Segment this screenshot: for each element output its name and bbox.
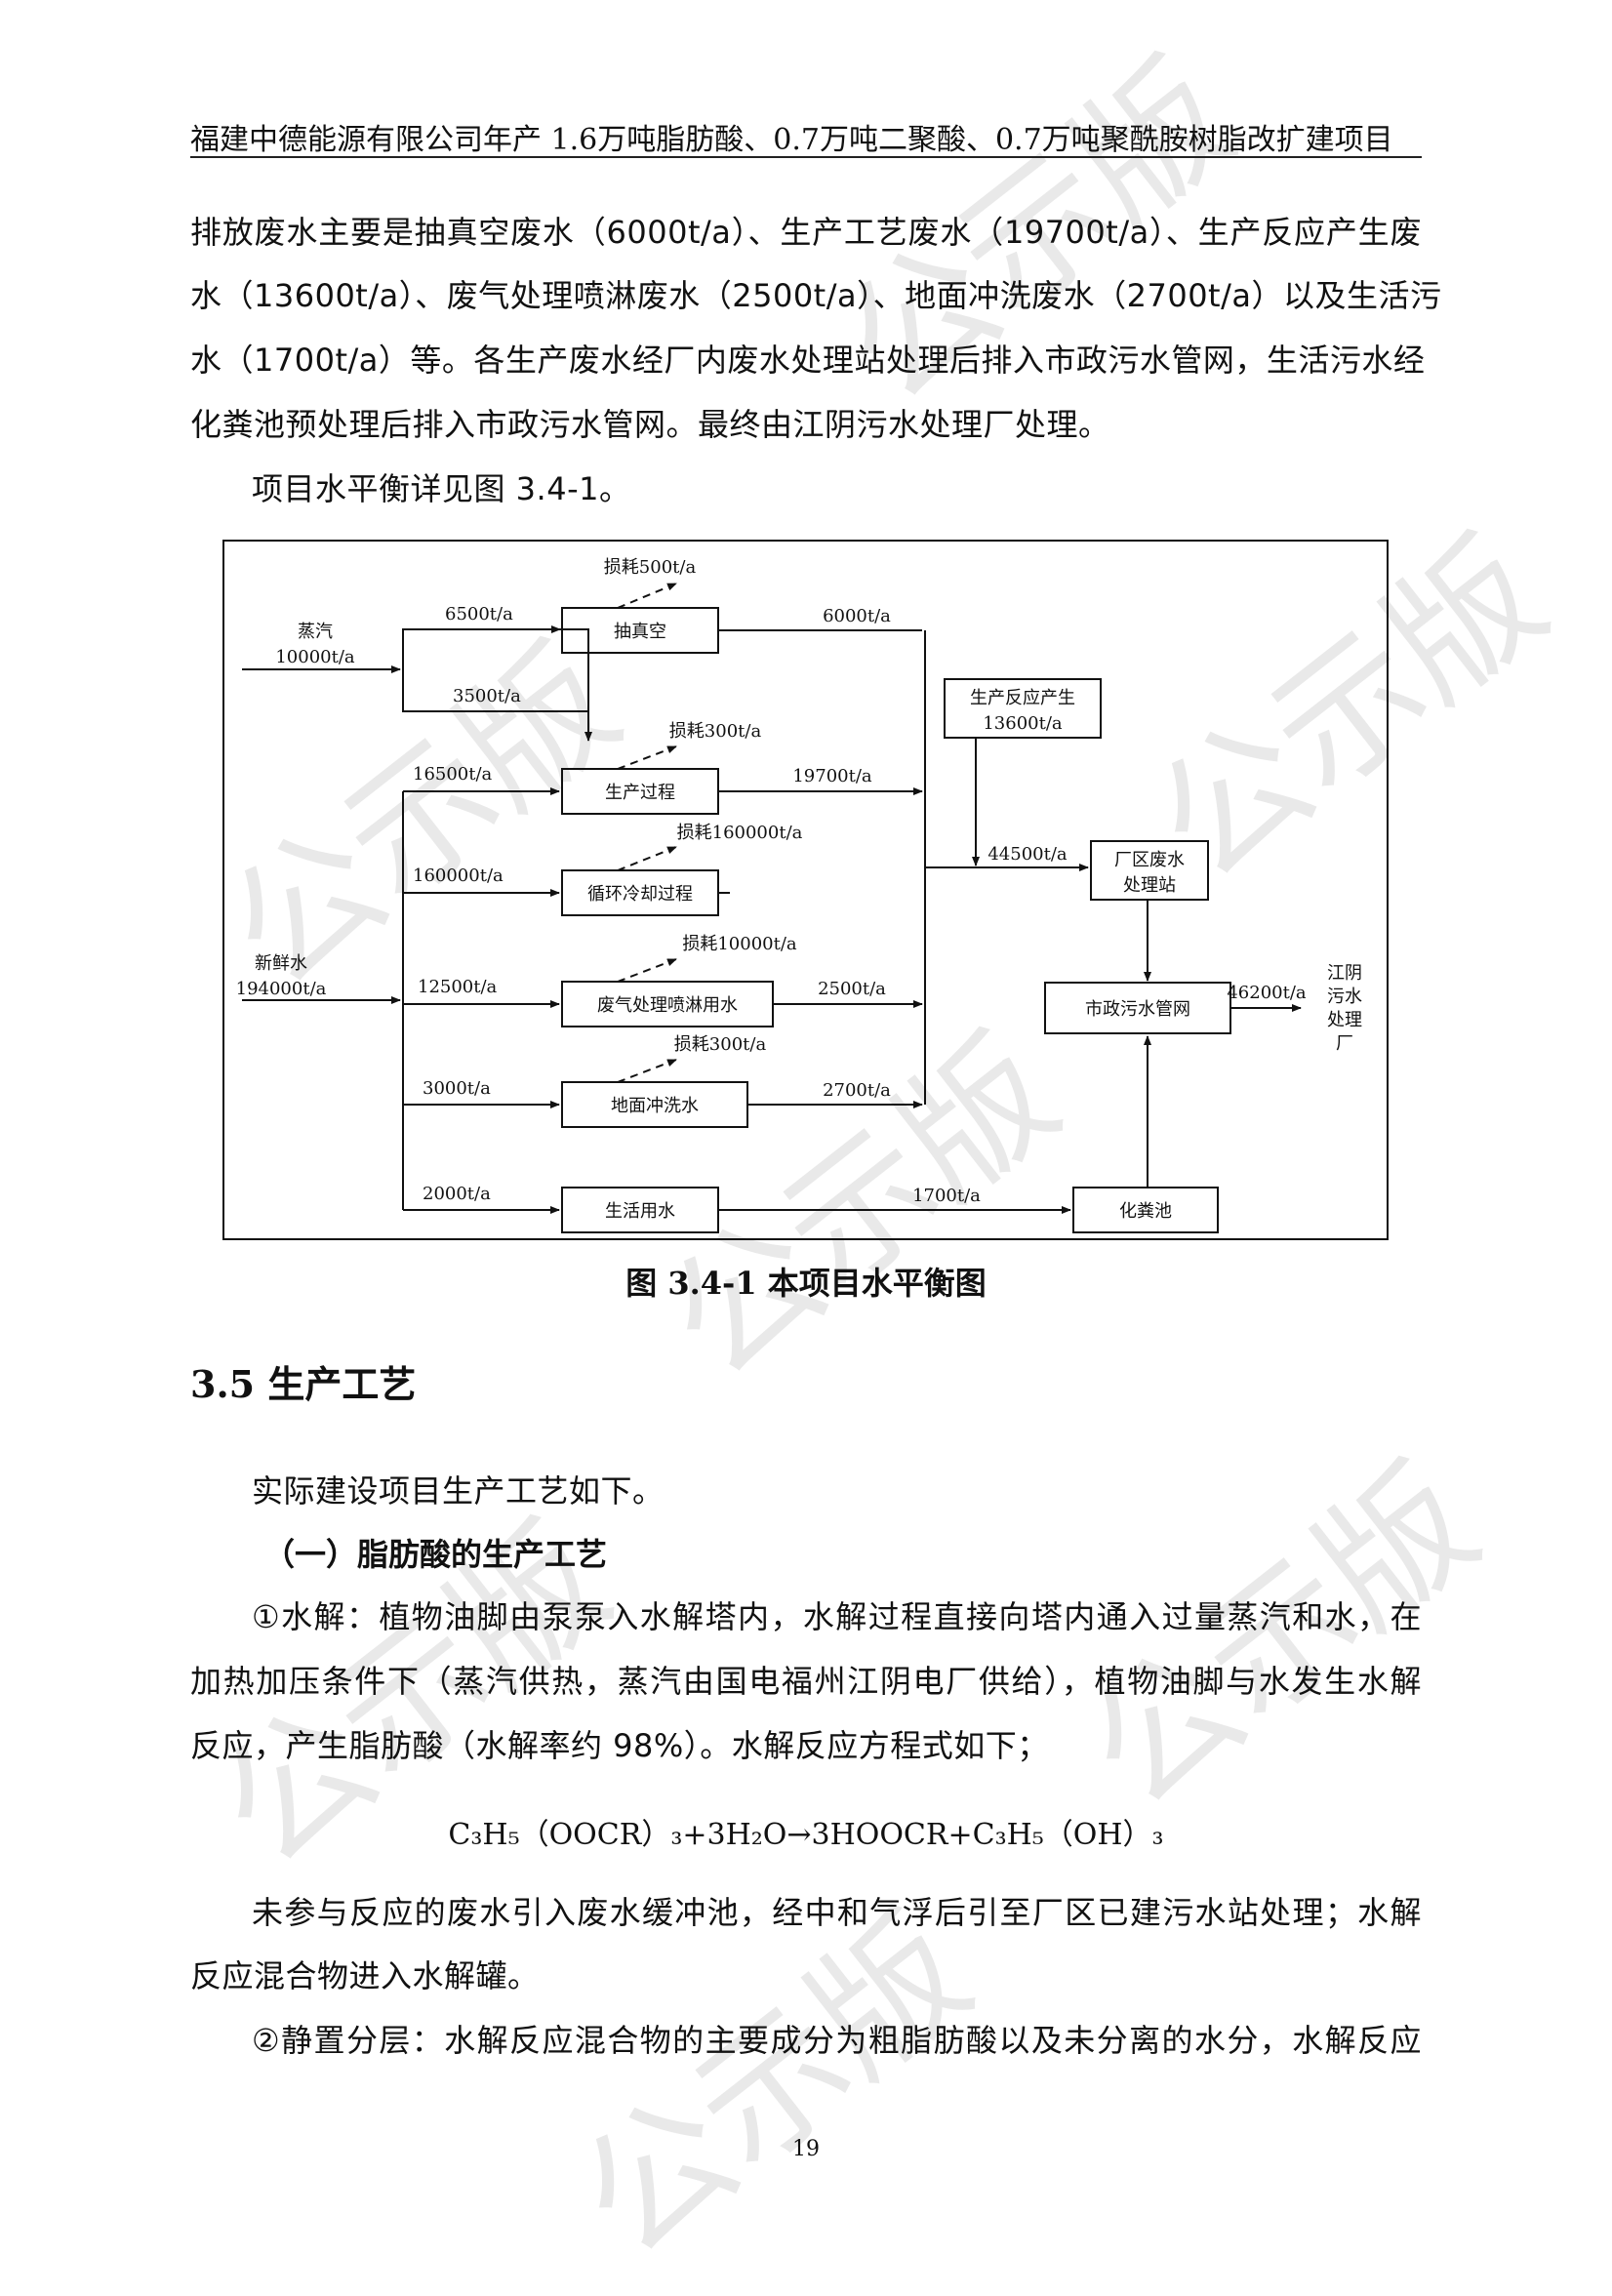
to-process-water-amount: 16500t/a (413, 764, 493, 785)
fresh-water-amount: 194000t/a (236, 979, 327, 999)
figure-reference: 项目水平衡详见图 3.4-1。 (252, 470, 631, 507)
intro-line-1: 排放废水主要是抽真空废水（6000t/a）、生产工艺废水（19700t/a）、生… (190, 214, 1422, 251)
water-balance-diagram: 蒸汽 10000t/a 6500t/a 3500t/a 抽真空 损耗500t/a… (222, 540, 1389, 1240)
process-box-label: 生产过程 (605, 783, 675, 803)
page-number: 19 (792, 2137, 820, 2161)
to-vacuum-amount: 6500t/a (445, 604, 513, 624)
floor-out-amount: 2700t/a (823, 1080, 891, 1101)
loss-floor: 损耗300t/a (674, 1034, 767, 1055)
para2-line-1: 未参与反应的废水引入废水缓冲池，经中和气浮后引至厂区已建污水站处理；水解 (252, 1894, 1422, 1931)
para1-line-3: 反应，产生脂肪酸（水解率约 98%）。水解反应方程式如下； (190, 1727, 1049, 1764)
vacuum-out-amount: 6000t/a (823, 606, 891, 626)
to-jiangyin-amount: 46200t/a (1227, 983, 1307, 1003)
subheading: （一）脂肪酸的生产工艺 (263, 1536, 608, 1573)
wwtp-box-line2: 处理站 (1123, 875, 1176, 896)
reaction-box-line2: 13600t/a (983, 713, 1063, 734)
reaction-box-line1: 生产反应产生 (970, 688, 1075, 708)
steam-label: 蒸汽 (298, 622, 333, 642)
jiangyin-line3: 处理 (1327, 1010, 1362, 1030)
loss-cooling: 损耗160000t/a (677, 823, 803, 843)
to-domestic-amount: 2000t/a (423, 1184, 491, 1204)
intro-line-4: 化粪池预处理后排入市政污水管网。最终由江阴污水处理厂处理。 (190, 406, 1110, 443)
fresh-water-label: 新鲜水 (255, 953, 307, 974)
loss-process: 损耗300t/a (669, 721, 762, 742)
domestic-out-amount: 1700t/a (912, 1186, 981, 1206)
sewer-box-label: 市政污水管网 (1085, 999, 1190, 1020)
section-intro: 实际建设项目生产工艺如下。 (252, 1472, 665, 1510)
document-header: 福建中德能源有限公司年产 1.6万吨脂肪酸、0.7万吨二聚酸、0.7万吨聚酰胺树… (190, 123, 1393, 157)
domestic-box-label: 生活用水 (605, 1201, 675, 1222)
wwtp-box-line1: 厂区废水 (1114, 850, 1185, 870)
loss-vacuum: 损耗500t/a (604, 557, 697, 578)
jiangyin-line1: 江阴 (1327, 963, 1362, 984)
to-wwtp-amount: 44500t/a (987, 844, 1068, 865)
intro-line-2: 水（13600t/a）、废气处理喷淋废水（2500t/a）、地面冲洗废水（270… (190, 277, 1442, 314)
intro-line-3: 水（1700t/a）等。各生产废水经厂内废水处理站处理后排入市政污水管网，生活污… (190, 342, 1426, 379)
process-out-amount: 19700t/a (792, 766, 872, 786)
para3-line-1: ②静置分层：水解反应混合物的主要成分为粗脂肪酸以及未分离的水分，水解反应 (252, 2022, 1422, 2059)
jiangyin-line2: 污水 (1327, 987, 1362, 1007)
para2-line-2: 反应混合物进入水解罐。 (190, 1957, 540, 1994)
cooling-box-label: 循环冷却过程 (587, 884, 693, 905)
spray-out-amount: 2500t/a (818, 979, 886, 999)
vacuum-box-label: 抽真空 (614, 622, 666, 642)
header-rule (190, 156, 1422, 158)
to-cooling-amount: 160000t/a (413, 866, 504, 886)
steam-amount: 10000t/a (275, 647, 355, 667)
to-floor-amount: 3000t/a (423, 1078, 491, 1099)
floor-box-label: 地面冲洗水 (611, 1096, 699, 1116)
section-title: 3.5 生产工艺 (190, 1362, 417, 1406)
to-spray-amount: 12500t/a (418, 977, 498, 997)
to-process-steam-amount: 3500t/a (453, 686, 521, 706)
septic-box-label: 化粪池 (1119, 1201, 1172, 1222)
spray-box-label: 废气处理喷淋用水 (597, 995, 738, 1016)
para1-line-1: ①水解：植物油脚由泵泵入水解塔内，水解过程直接向塔内通入过量蒸汽和水，在 (252, 1598, 1422, 1635)
loss-spray: 损耗10000t/a (682, 934, 797, 954)
para1-line-2: 加热加压条件下（蒸汽供热，蒸汽由国电福州江阴电厂供给），植物油脚与水发生水解 (190, 1663, 1422, 1700)
hydrolysis-equation: C₃H₅（OOCR）₃+3H₂O→3HOOCR+C₃H₅（OH）₃ (448, 1818, 1164, 1852)
figure-caption: 图 3.4-1 本项目水平衡图 (625, 1265, 987, 1302)
jiangyin-line4: 厂 (1336, 1033, 1353, 1054)
